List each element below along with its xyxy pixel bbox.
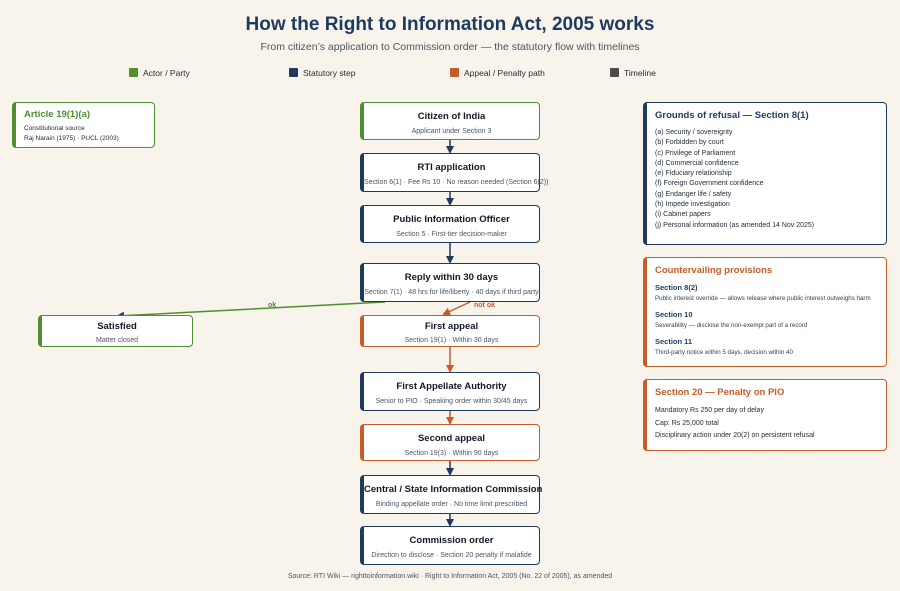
penalty-item: Mandatory Rs 250 per day of delay [655,407,764,414]
node-title: Central / State Information Commission [364,484,543,495]
refusal-item: (i) Cabinet papers [655,211,711,219]
penalty-item: Disciplinary action under 20(2) on persi… [655,432,815,439]
refusal-item: (a) Security / sovereignty [655,129,733,136]
node-citizen: Citizen of India Applicant under Section… [360,102,540,140]
refusal-item: (j) Personal information (as amended 14 … [655,221,815,229]
node-satisfied: Satisfied Matter closed [38,315,193,347]
diagram-title: How the Right to Information Act, 2005 w… [245,14,655,35]
provision-heading: Section 11 [655,337,693,346]
node-second-appeal: Second appeal Section 19(3) · Within 90 … [360,424,540,461]
legend-label: Timeline [624,67,656,78]
node-commission-order: Commission order Direction to disclose ·… [360,526,540,565]
refusal-item: (h) Impede investigation [655,201,730,209]
refusal-item: (b) Forbidden by court [655,139,724,147]
article-19-box: Article 19(1)(a) Constitutional source R… [12,102,155,148]
node-title: Public Information Officer [393,214,510,225]
legend-appeal-path: Appeal / Penalty path [450,67,545,78]
node-subtitle: Section 7(1) · 48 hrs for life/liberty ·… [364,289,539,296]
node-title: Reply within 30 days [404,272,499,283]
legend-swatch-appeal [450,68,459,77]
refusal-item: (e) Fiduciary relationship [655,170,732,178]
node-first-appeal: First appeal Section 19(1) · Within 30 d… [360,315,540,347]
legend-label: Statutory step [303,67,356,78]
node-title: First Appellate Authority [396,381,507,392]
diagram-subtitle: From citizen’s application to Commission… [260,41,640,53]
node-subtitle: Section 5 · First-tier decision-maker [396,231,507,238]
refusal-item: (d) Commercial confidence [655,159,739,167]
node-information-commission: Central / State Information Commission B… [360,475,543,514]
provision-text: Third-party notice within 5 days, decisi… [655,349,793,356]
node-title: RTI application [417,162,486,173]
provision-heading: Section 8(2) [655,283,698,292]
node-title: First appeal [424,321,479,332]
grounds-of-refusal-box: Grounds of refusal — Section 8(1) (a) Se… [643,102,887,245]
node-subtitle: Senior to PIO · Speaking order within 30… [375,398,528,405]
penalty-title: Section 20 — Penalty on PIO [655,387,785,398]
legend-timeline: Timeline [610,67,656,78]
node-subtitle: Section 6(1) · Fee Rs 10 · No reason nee… [364,179,549,186]
penalty-box: Section 20 — Penalty on PIO Mandatory Rs… [643,379,887,451]
node-subtitle: Binding appellate order · No time limit … [375,501,528,508]
node-subtitle: Direction to disclose · Section 20 penal… [371,552,532,559]
article-line: Constitutional source [24,125,85,132]
legend-label: Actor / Party [143,67,190,78]
node-subtitle: Section 19(1) · Within 30 days [404,337,499,344]
provision-text: Public interest override — allows releas… [655,295,871,302]
provision-text: Severability — disclose the non-exempt p… [655,322,808,329]
article-line: Raj Narain (1975) · PUCL (2003) [24,134,119,142]
penalty-item: Cap: Rs 25,000 total [655,419,719,427]
node-pio: Public Information Officer Section 5 · F… [360,205,540,243]
refusal-title: Grounds of refusal — Section 8(1) [655,110,809,121]
node-subtitle: Matter closed [95,337,139,344]
edge-label-not-ok: not ok [474,302,495,309]
node-title: Citizen of India [417,111,486,122]
node-subtitle: Applicant under Section 3 [411,128,492,135]
refusal-item: (f) Foreign Government confidence [655,180,764,188]
edge-reply-to-first-appeal [442,301,471,316]
node-title: Commission order [409,535,494,546]
node-subtitle: Section 19(3) · Within 90 days [404,450,499,457]
node-title: Satisfied [97,321,137,332]
legend-label: Appeal / Penalty path [464,67,545,78]
edge-label-ok: ok [268,302,277,309]
legend-actor: Actor / Party [129,67,190,78]
refusal-item: (g) Endanger life / safety [655,190,732,198]
countervailing-title: Countervailing provisions [655,265,773,276]
edge-reply-to-satisfied [116,301,386,320]
node-reply: Reply within 30 days Section 7(1) · 48 h… [360,263,540,302]
refusal-item: (c) Privilege of Parliament [655,149,736,157]
provision-heading: Section 10 [655,310,693,319]
legend-swatch-actor [129,68,138,77]
node-first-appellate-authority: First Appellate Authority Senior to PIO … [360,372,540,411]
article-title: Article 19(1)(a) [24,109,90,120]
legend-swatch-step [289,68,298,77]
node-title: Second appeal [417,433,486,444]
legend-statutory-step: Statutory step [289,67,355,78]
countervailing-provisions-box: Countervailing provisions Section 8(2) P… [643,257,887,367]
source-note: Source: RTI Wiki — righttoinformation.wi… [287,573,613,580]
node-rti-application: RTI application Section 6(1) · Fee Rs 10… [360,153,549,192]
legend-swatch-timeline [610,68,619,77]
